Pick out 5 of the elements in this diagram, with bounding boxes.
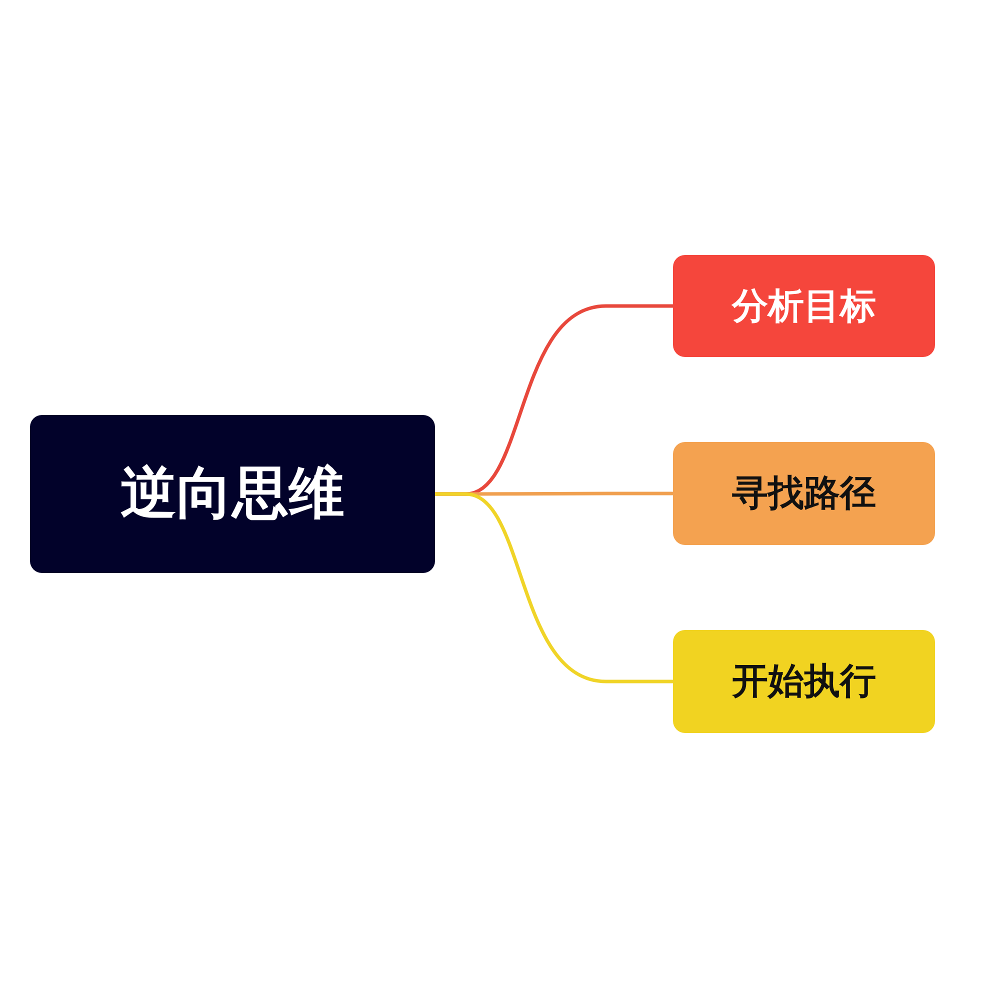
topic-box: 寻找路径 xyxy=(673,442,935,545)
topic-box: 分析目标 xyxy=(673,255,935,357)
connector-line xyxy=(435,492,673,684)
central-topic-box: 逆向思维 xyxy=(30,415,435,573)
topic-box: 开始执行 xyxy=(673,630,935,733)
